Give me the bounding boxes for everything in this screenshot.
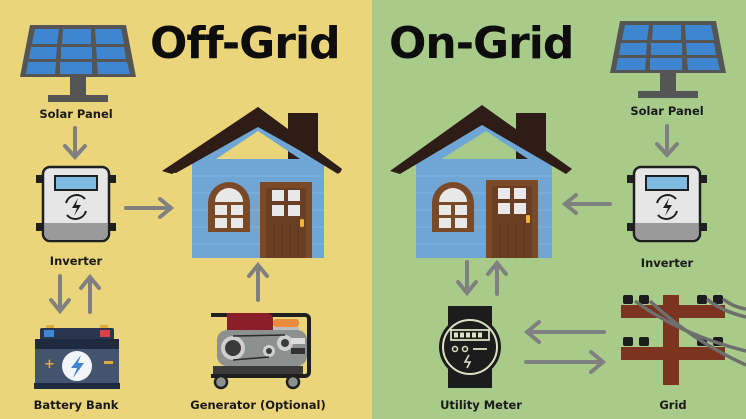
on-grid-title: On-Grid xyxy=(389,18,574,69)
generator-icon xyxy=(211,313,311,390)
utility-meter-label: Utility Meter xyxy=(440,398,522,412)
bidirectional-horizontal-arrows-icon xyxy=(523,320,607,374)
arrow-left-icon xyxy=(561,193,612,215)
solar-panel-label: Solar Panel xyxy=(39,107,113,121)
bidirectional-arrows-icon xyxy=(49,273,101,315)
solar-panel-icon xyxy=(610,21,726,98)
grid-label: Grid xyxy=(659,398,687,412)
arrow-up-icon xyxy=(247,261,269,302)
bidirectional-arrows-icon xyxy=(456,259,508,297)
inverter-icon xyxy=(36,165,116,243)
solar-panel-label: Solar Panel xyxy=(630,104,704,118)
house-icon xyxy=(162,107,342,258)
off-grid-title: Off-Grid xyxy=(150,18,341,69)
svg-text:+: + xyxy=(44,357,55,372)
inverter-icon xyxy=(627,165,707,243)
solar-panel-icon xyxy=(20,25,136,102)
on-grid-panel: On-Grid Solar Panel xyxy=(372,0,746,419)
off-grid-panel: Off-Grid Solar Panel xyxy=(0,0,372,419)
inverter-label: Inverter xyxy=(49,254,103,268)
generator-label: Generator (Optional) xyxy=(190,398,326,412)
arrow-down-icon xyxy=(655,124,679,158)
grid-pole-icon xyxy=(621,295,746,385)
utility-meter-icon xyxy=(439,306,501,388)
battery-bank-icon: + xyxy=(34,325,120,389)
battery-bank-label: Battery Bank xyxy=(33,398,119,412)
inverter-label: Inverter xyxy=(640,256,694,270)
house-icon xyxy=(390,105,572,258)
arrow-right-icon xyxy=(124,197,175,219)
arrow-down-icon xyxy=(63,126,87,160)
